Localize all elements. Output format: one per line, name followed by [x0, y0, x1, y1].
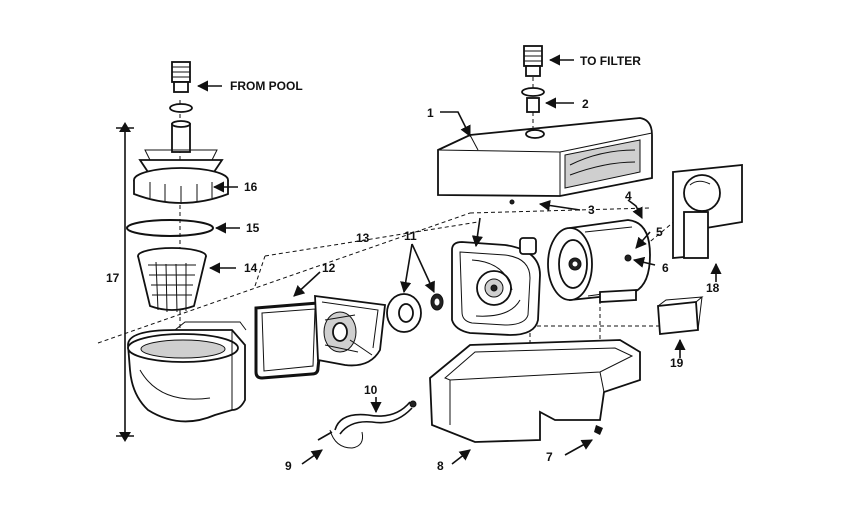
inlet-fitting: [171, 61, 191, 93]
callout-7: 7: [546, 450, 553, 464]
callout-3: 3: [588, 203, 595, 217]
callout-13: 13: [356, 231, 370, 245]
callout-14: 14: [244, 261, 258, 275]
oring-small-pool: [169, 103, 193, 113]
callout-19: 19: [670, 356, 684, 370]
top-cover-1: [437, 117, 653, 197]
callout-8: 8: [437, 459, 444, 473]
impeller-11: [386, 293, 444, 333]
diffuser-plate: [314, 294, 386, 367]
callout-12: 12: [322, 261, 336, 275]
switch-box-18: [672, 164, 743, 259]
leader-lines: [196, 54, 722, 465]
pump-volute: [451, 237, 541, 336]
power-cord-10: [329, 400, 417, 449]
screw-3: [509, 199, 515, 205]
lid-oring-15: [126, 219, 214, 237]
from-pool-caption: FROM POOL: [230, 79, 303, 93]
callout-10: 10: [364, 383, 378, 397]
callout-15: 15: [246, 221, 260, 235]
callout-18: 18: [706, 281, 720, 295]
strainer-lid-16: [133, 120, 229, 204]
gasket-12: [254, 301, 326, 380]
callout-16: 16: [244, 180, 258, 194]
callout-2: 2: [582, 97, 589, 111]
callout-9: 9: [285, 459, 292, 473]
to-filter-caption: TO FILTER: [580, 54, 641, 68]
callout-5: 5: [656, 225, 663, 239]
bracket-17: [116, 122, 134, 442]
outlet-fitting-2: [521, 45, 545, 113]
screw-7: [594, 425, 603, 435]
callout-17: 17: [106, 271, 120, 285]
motor: [547, 219, 651, 303]
callout-11: 11: [404, 229, 417, 243]
callout-6: 6: [662, 261, 669, 275]
callout-1: 1: [427, 106, 434, 120]
screw-9: [317, 431, 333, 441]
base-8: [429, 339, 641, 443]
capacitor-19: [657, 296, 704, 335]
callout-4: 4: [625, 189, 632, 203]
strainer-basket-14: [137, 247, 207, 313]
strainer-housing: [127, 321, 247, 423]
